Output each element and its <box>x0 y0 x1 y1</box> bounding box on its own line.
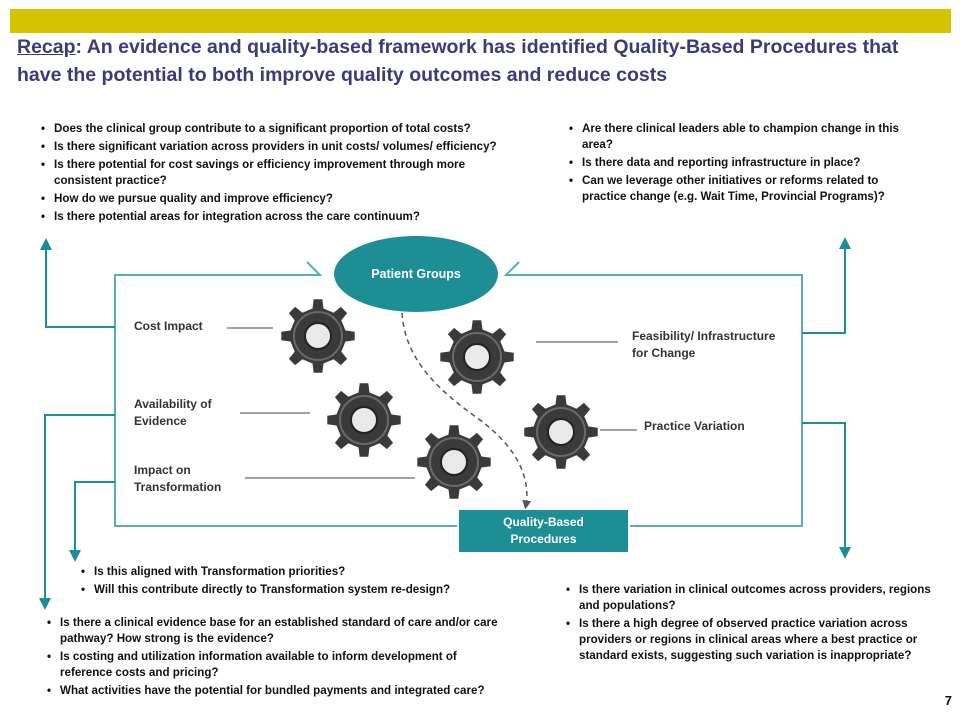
gear-icon-practice <box>524 395 598 469</box>
list-item: Will this contribute directly to Transfo… <box>79 582 499 598</box>
gear-group <box>281 299 598 499</box>
list-item: Does the clinical group contribute to a … <box>39 121 509 137</box>
arrow-top-left <box>40 238 115 328</box>
dashed-flow-arrow <box>401 312 532 510</box>
list-item: Is there data and reporting infrastructu… <box>567 155 907 171</box>
page-title: Recap: An evidence and quality-based fra… <box>17 33 947 89</box>
label-lines <box>227 327 637 479</box>
list-item: Is costing and utilization information a… <box>45 649 505 681</box>
list-item: Is there potential for cost savings or e… <box>39 157 509 189</box>
list-item: Is there a clinical evidence base for an… <box>45 615 505 647</box>
arrow-middle-left <box>69 481 115 562</box>
connector-arrows <box>39 237 851 610</box>
gear-icon-feasibility <box>440 320 514 394</box>
top-left-question-list: Does the clinical group contribute to a … <box>39 121 509 227</box>
bottom-right-question-list: Is there variation in clinical outcomes … <box>564 582 934 666</box>
list-item: Is there potential areas for integration… <box>39 209 509 225</box>
title-prefix: Recap <box>17 36 76 58</box>
accent-bar <box>10 9 951 33</box>
label-feasibility-infrastructure: Feasibility/ Infrastructure for Change <box>632 329 776 360</box>
diagram-frame <box>114 261 803 527</box>
list-item: Is there variation in clinical outcomes … <box>564 582 934 614</box>
label-availability-of-evidence: Availability of Evidence <box>134 397 212 428</box>
bottom-left-question-list: Is there a clinical evidence base for an… <box>45 615 505 701</box>
list-item: What activities have the potential for b… <box>45 683 505 699</box>
top-right-question-list: Are there clinical leaders able to champ… <box>567 121 907 207</box>
title-text: : An evidence and quality-based framewor… <box>17 36 899 86</box>
quality-based-procedures-label: Quality-Based Procedures <box>503 515 584 546</box>
label-practice-variation: Practice Variation <box>644 419 745 433</box>
arrow-bottom-left <box>39 414 115 610</box>
arrow-bottom-right <box>802 422 851 559</box>
list-item: Is there a high degree of observed pract… <box>564 616 934 664</box>
page-number: 7 <box>944 693 952 708</box>
quality-based-procedures-box: Quality-Based Procedures <box>459 510 628 552</box>
label-cost-impact: Cost Impact <box>134 319 203 333</box>
gear-icon-evidence <box>327 383 401 457</box>
gear-icon-transformation <box>417 425 491 499</box>
middle-left-question-list: Is this aligned with Transformation prio… <box>79 564 499 600</box>
patient-groups-ellipse <box>334 236 498 312</box>
list-item: How do we pursue quality and improve eff… <box>39 191 509 207</box>
list-item: Can we leverage other initiatives or ref… <box>567 173 907 205</box>
label-impact-on-transformation: Impact on Transformation <box>134 463 222 494</box>
arrow-top-right <box>802 237 851 334</box>
list-item: Are there clinical leaders able to champ… <box>567 121 907 153</box>
patient-groups-label: Patient Groups <box>371 267 461 281</box>
list-item: Is there significant variation across pr… <box>39 139 509 155</box>
list-item: Is this aligned with Transformation prio… <box>79 564 499 580</box>
gear-icon-cost <box>281 299 355 373</box>
